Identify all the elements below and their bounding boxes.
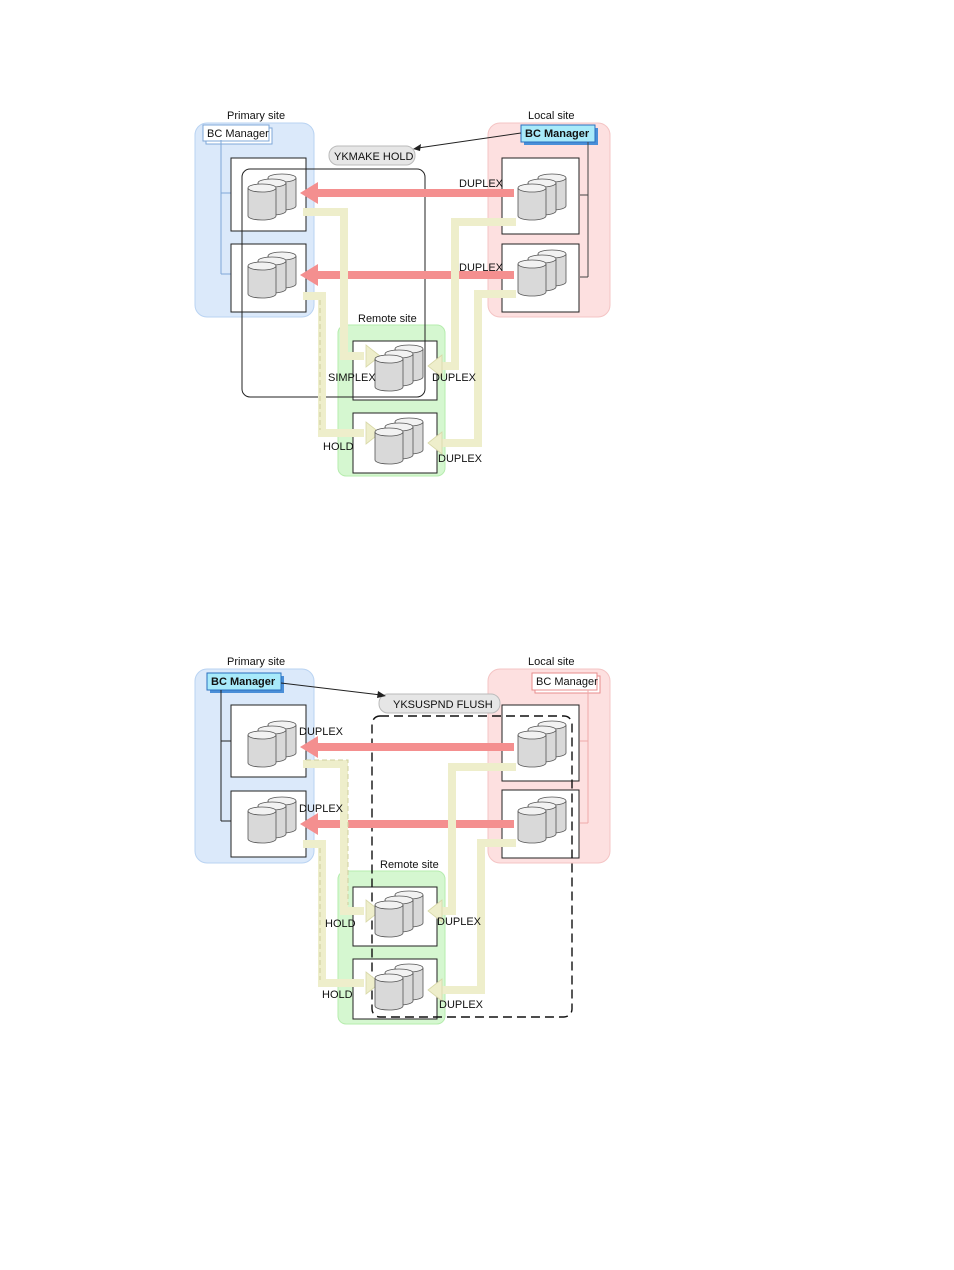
bc-manager-local-label: BC Manager (536, 676, 598, 688)
remote-site-label: Remote site (358, 313, 417, 325)
diagram-1: Primary site Local site Remote site BC M… (195, 110, 610, 476)
state-label: DUPLEX (432, 372, 477, 384)
remote-site-label: Remote site (380, 859, 439, 871)
primary-site-label: Primary site (227, 110, 285, 122)
command-label: YKMAKE HOLD (334, 151, 414, 163)
state-label: DUPLEX (439, 999, 484, 1011)
state-label: DUPLEX (438, 453, 483, 465)
sync-arrow-red (300, 736, 514, 835)
bc-manager-primary-label: BC Manager (207, 128, 269, 140)
local-site-label: Local site (528, 110, 574, 122)
state-label: SIMPLEX (328, 372, 376, 384)
primary-site-label: Primary site (227, 656, 285, 668)
state-label: HOLD (323, 441, 354, 453)
bc-manager-primary-label: BC Manager (211, 676, 276, 688)
state-label: HOLD (322, 989, 353, 1001)
state-label: DUPLEX (299, 726, 344, 738)
state-label: DUPLEX (437, 916, 482, 928)
state-label: DUPLEX (459, 262, 504, 274)
state-label: HOLD (325, 918, 356, 930)
diagram-2: Primary site Local site Remote site BC M… (195, 656, 610, 1024)
state-label: DUPLEX (299, 803, 344, 815)
command-label: YKSUSPND FLUSH (393, 699, 493, 711)
local-site-label: Local site (528, 656, 574, 668)
bc-manager-local-label: BC Manager (525, 128, 590, 140)
state-label: DUPLEX (459, 178, 504, 190)
